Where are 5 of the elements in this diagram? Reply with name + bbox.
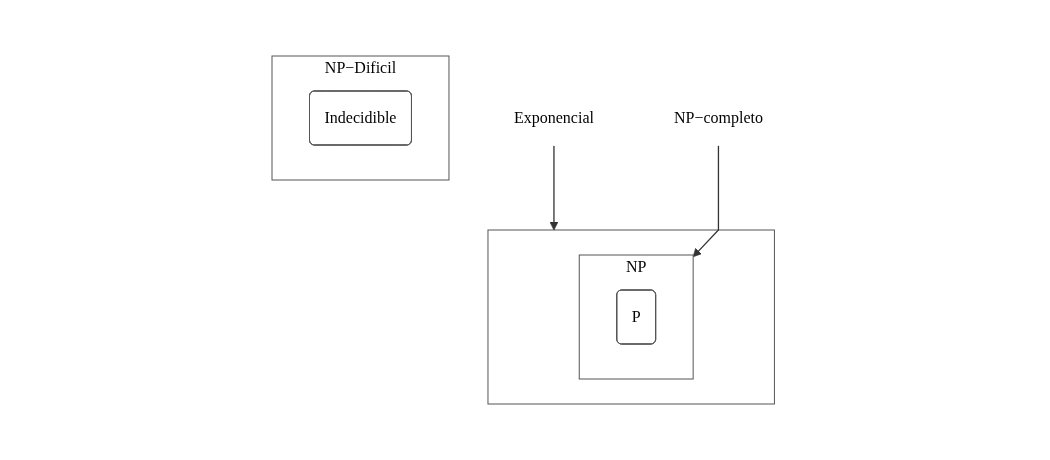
arrow bbox=[692, 144, 720, 258]
arrow bbox=[549, 144, 559, 231]
node-text: Exponencial bbox=[513, 109, 594, 126]
node-text: NP−completo bbox=[673, 109, 763, 126]
cluster bbox=[487, 229, 775, 405]
